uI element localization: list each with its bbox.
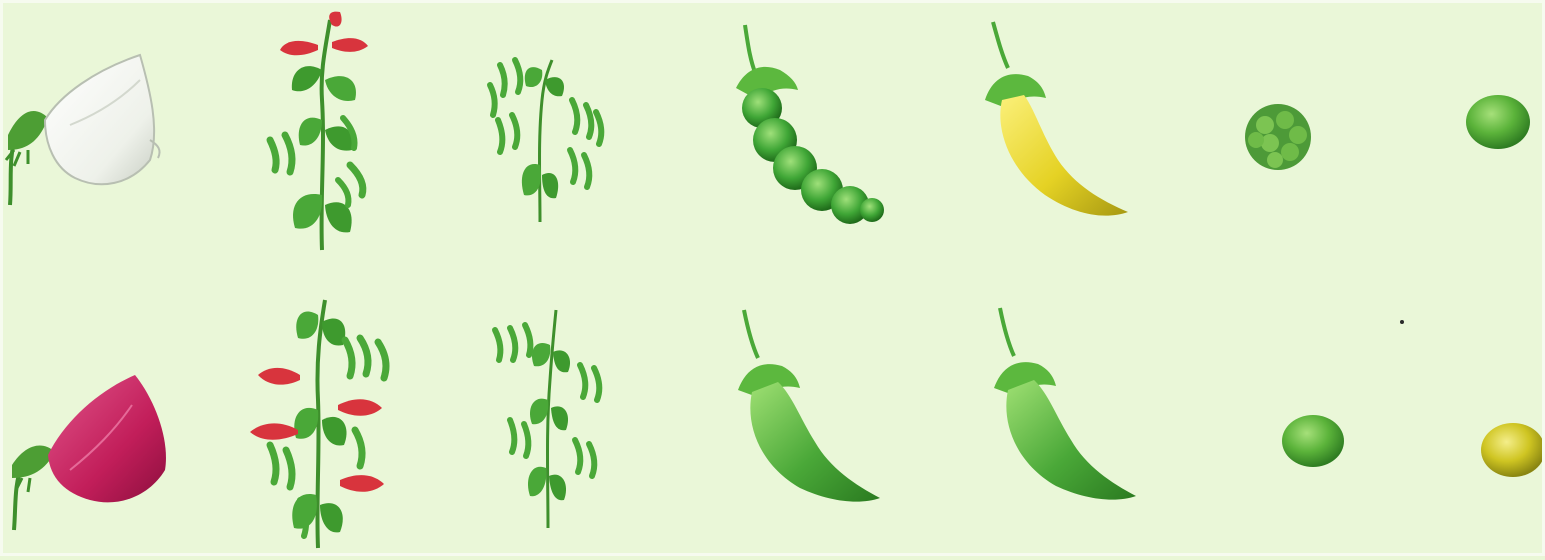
plant-dwarf-pods	[490, 60, 601, 222]
plant-terminal-red-flowers	[250, 300, 386, 548]
seed-round-green	[1466, 95, 1530, 149]
plant-tall-pods	[495, 310, 599, 528]
plant-axial-red-flowers	[270, 12, 368, 250]
pod-inflated-green-2	[994, 308, 1136, 500]
seed-round-yellow	[1481, 423, 1545, 477]
pod-inflated-yellow	[985, 22, 1128, 216]
pod-inflated-green	[738, 310, 880, 502]
white-flower	[6, 55, 160, 205]
seed-wrinkled-green	[1245, 104, 1311, 170]
pod-constricted-green	[736, 25, 884, 224]
seed-round-green-2	[1282, 415, 1344, 467]
purple-flower	[12, 375, 166, 530]
speck	[1400, 320, 1404, 324]
